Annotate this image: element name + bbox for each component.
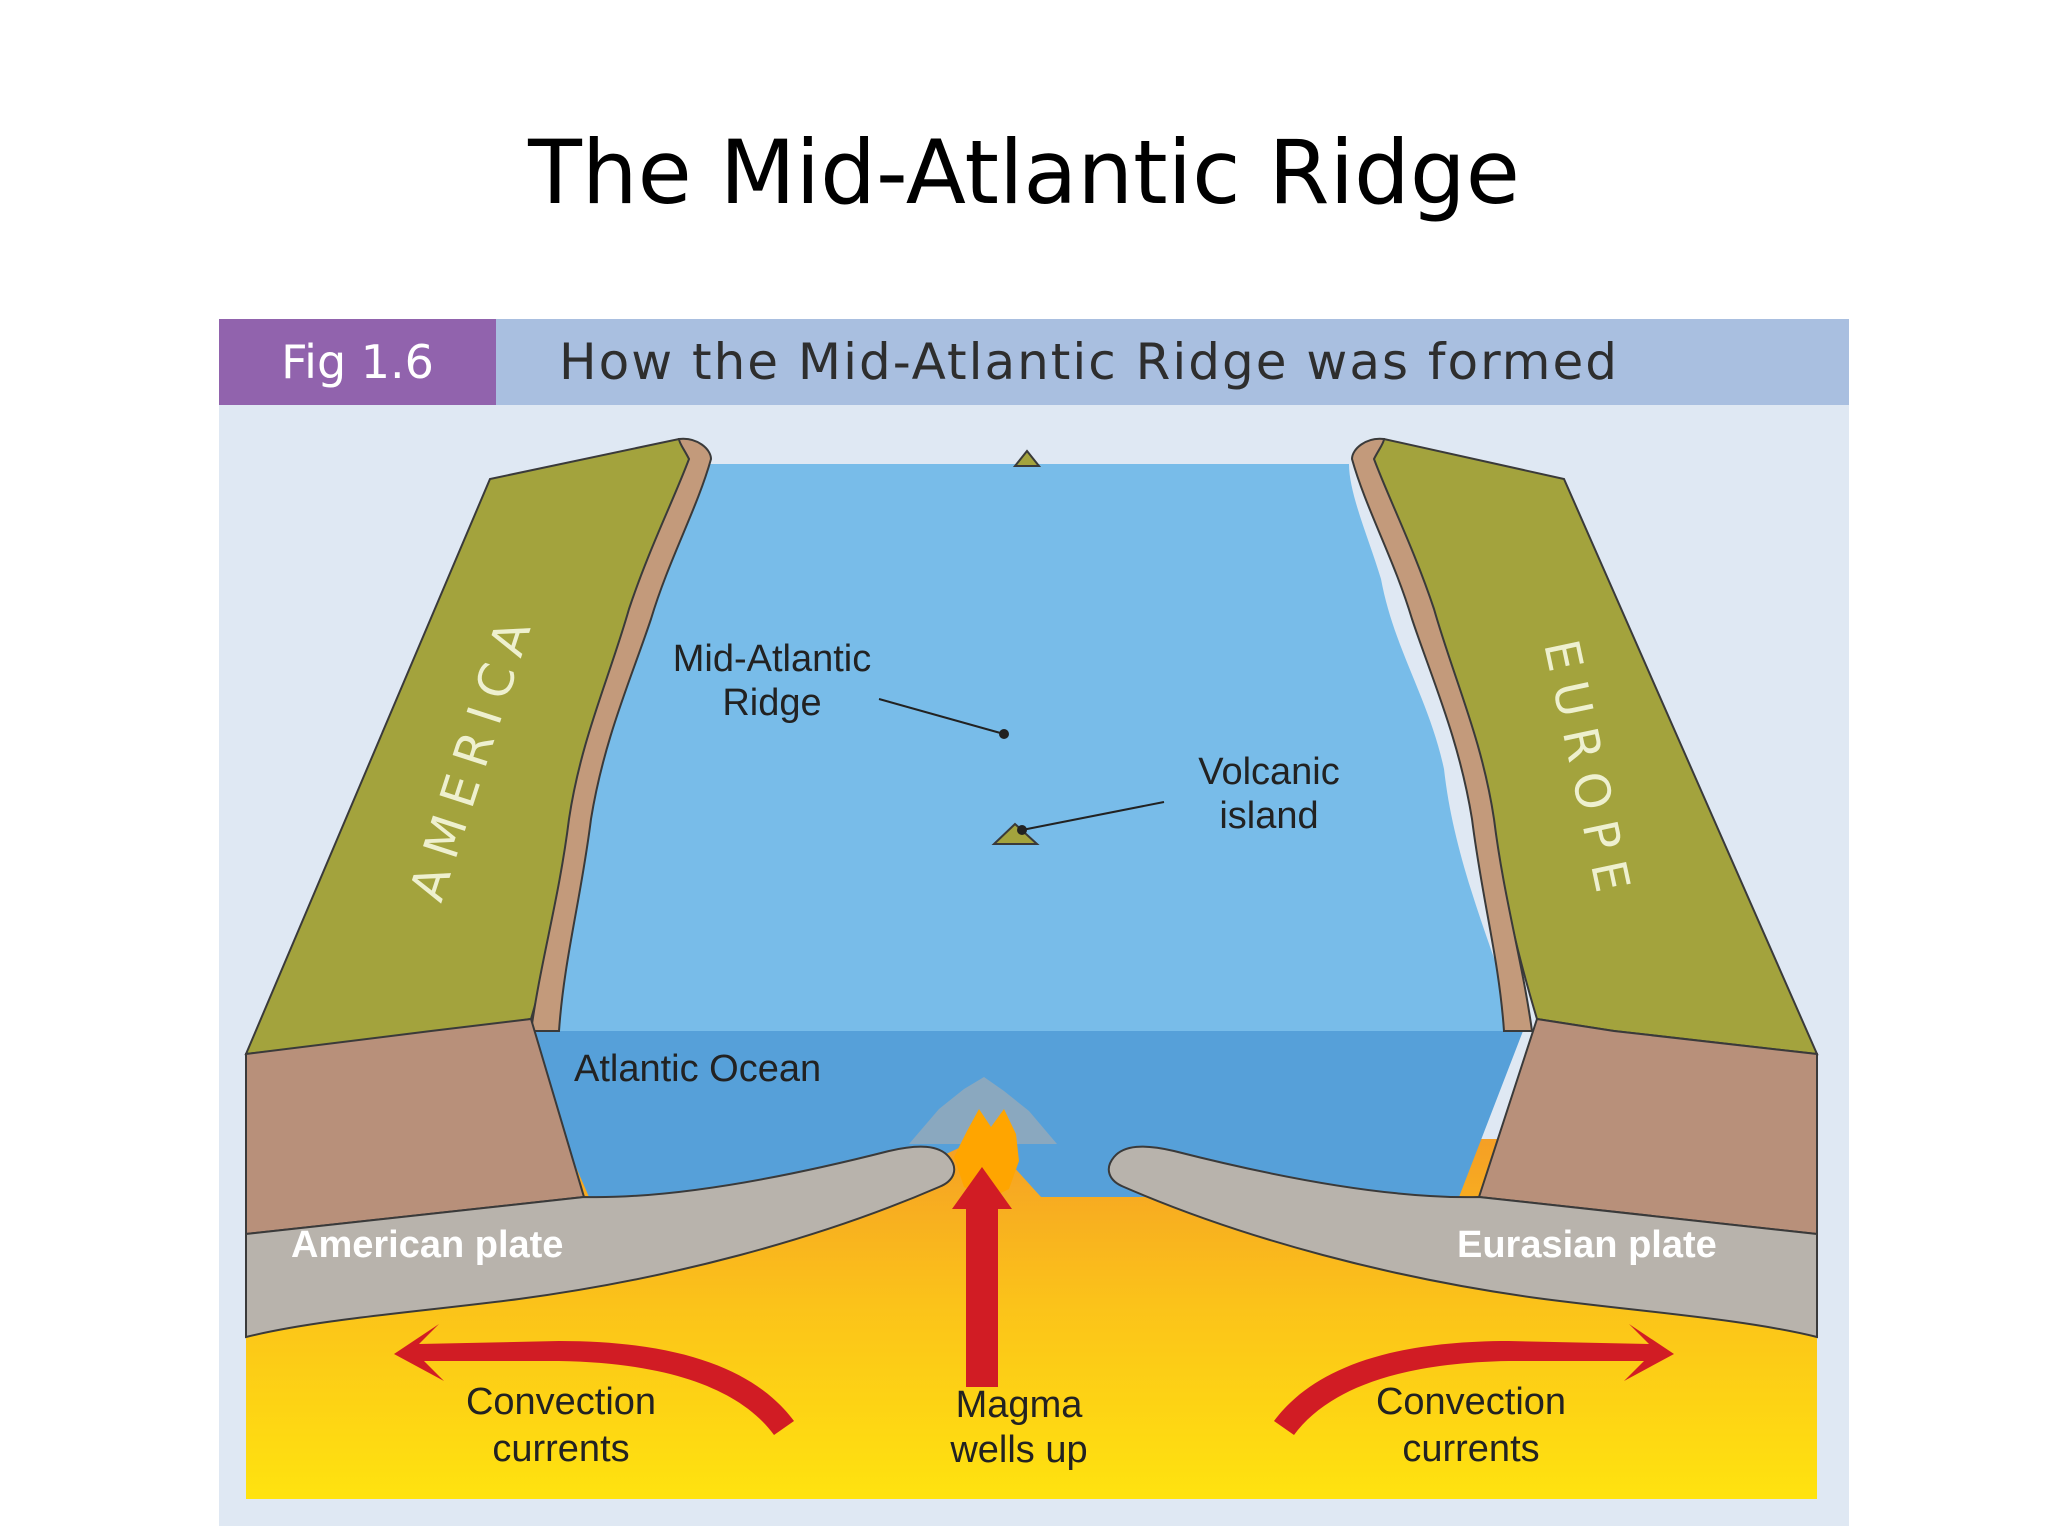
europe-coast <box>1350 437 1534 1032</box>
american-plate-label: American plate <box>291 1224 563 1266</box>
volcanic-label-line1: Volcanic <box>1198 751 1340 793</box>
ridge-label-line1: Mid-Atlantic <box>673 638 872 680</box>
america-crust <box>245 1017 586 1236</box>
ridge-label-line2: Ridge <box>722 682 821 724</box>
ridge-cone <box>909 1077 1057 1144</box>
europe-crust <box>1477 1017 1818 1236</box>
american-plate <box>245 1145 956 1339</box>
figure-panel: Fig 1.6 How the Mid-Atlantic Ridge was f… <box>219 319 1849 1526</box>
eurasian-plate-label: Eurasian plate <box>1457 1224 1717 1266</box>
slide-title: The Mid-Atlantic Ridge <box>528 121 1520 224</box>
ridge-leader-line <box>878 698 1005 735</box>
ridge-leader-dot <box>999 729 1009 739</box>
magma-label-line2: wells up <box>949 1429 1087 1471</box>
distant-island <box>1012 449 1042 467</box>
figure-number: Fig 1.6 <box>219 319 496 405</box>
magma-plume <box>954 1109 1019 1199</box>
ocean-surface <box>517 464 1519 1031</box>
convection-left-line1: Convection <box>466 1381 656 1423</box>
magma-arrow <box>952 1167 1012 1387</box>
ocean-label: Atlantic Ocean <box>574 1048 821 1090</box>
volcanic-label-line2: island <box>1219 795 1318 837</box>
convection-left-line2: currents <box>492 1428 629 1470</box>
volcanic-leader-line <box>1021 801 1165 831</box>
ridge-diagram: AMERICA EUROPE Mid-Atlantic Ridge Volcan… <box>244 437 1819 1499</box>
figure-caption: How the Mid-Atlantic Ridge was formed <box>559 333 1619 391</box>
volcanic-island <box>991 822 1040 845</box>
convection-arrow-right <box>1274 1324 1674 1435</box>
convection-right-line2: currents <box>1402 1428 1539 1470</box>
america-coast <box>529 437 713 1032</box>
convection-arrow-left <box>394 1324 794 1435</box>
magma-label-line1: Magma <box>956 1384 1084 1426</box>
volcanic-leader-dot <box>1017 825 1027 835</box>
eurasian-plate <box>1107 1145 1818 1339</box>
convection-right-line1: Convection <box>1376 1381 1566 1423</box>
figure-header: Fig 1.6 How the Mid-Atlantic Ridge was f… <box>219 319 1849 405</box>
